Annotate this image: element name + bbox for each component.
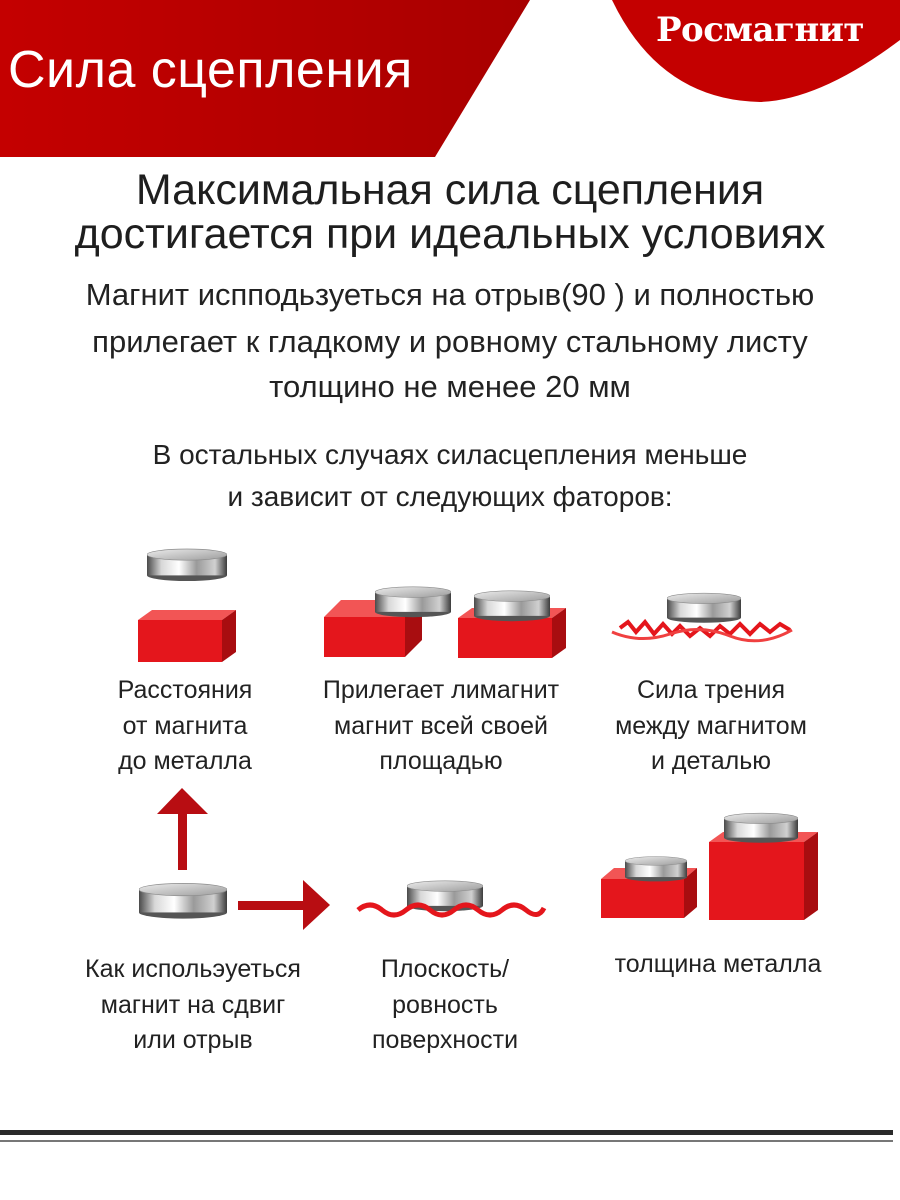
caption-line: Сила трения bbox=[636, 676, 786, 704]
caption-line: ровность bbox=[392, 990, 498, 1019]
caption-line: толщина металла bbox=[614, 950, 822, 978]
brand-logo: Росмагнит bbox=[655, 10, 865, 50]
condition-line-3: толщино не менее 20 мм bbox=[269, 369, 631, 404]
factor-caption-thickness: толщина металла bbox=[598, 947, 838, 983]
banner-title: Сила сцепления bbox=[8, 41, 413, 99]
magnet-friction-icon bbox=[611, 592, 793, 643]
magnet-wavy-surface-icon bbox=[356, 880, 547, 918]
condition-line-1: Магнит испподьзуеться на отрыв(90 ) и по… bbox=[85, 277, 815, 312]
factor-caption-shear-pull: Как испольэуеться магнит на сдвиг или от… bbox=[55, 952, 331, 1059]
metal-thickness-icon bbox=[601, 812, 818, 920]
caption-line: поверхности bbox=[371, 1026, 519, 1054]
arrow-right-icon bbox=[238, 880, 330, 930]
caption-line: Плоскость/ bbox=[380, 955, 510, 983]
caption-line: площадью bbox=[379, 747, 503, 775]
condition-line-2: прилегает к гладкому и ровному стальному… bbox=[92, 324, 808, 359]
factor-caption-distance: Расстояния от магнита до металла bbox=[85, 673, 285, 780]
factor-caption-friction: Сила трения между магнитом и деталью bbox=[596, 673, 826, 780]
caption-line: Прилегает лимагнит bbox=[322, 676, 560, 704]
caption-line: Как испольэуеться bbox=[85, 955, 301, 983]
factor-caption-surface: Плоскость/ ровность поверхности bbox=[345, 952, 545, 1059]
caption-line: и деталью bbox=[650, 747, 771, 775]
caption-line: между магнитом bbox=[615, 711, 807, 740]
magnet-above-block-icon bbox=[138, 548, 236, 662]
caption-line: Расстояния bbox=[117, 676, 253, 704]
headline-line-1: Максимальная сила сцепления bbox=[135, 166, 765, 214]
caption-line: от магнита bbox=[122, 711, 248, 740]
header-banner bbox=[0, 0, 900, 157]
banner-red-band bbox=[0, 0, 530, 157]
brand-logo-badge bbox=[612, 0, 900, 102]
bottom-divider bbox=[0, 1130, 893, 1135]
caption-line: до металла bbox=[118, 747, 252, 775]
intro-line-1: В остальных случаях силасцепления меньше bbox=[152, 439, 748, 470]
magnet-contact-area-icon bbox=[324, 586, 566, 658]
arrow-up-icon bbox=[157, 788, 208, 870]
caption-line: магнит всей своей bbox=[334, 711, 548, 740]
factor-caption-contact-area: Прилегает лимагнит магнит всей своей пло… bbox=[300, 673, 582, 780]
headline-line-2: достигается при идеальных условиях bbox=[74, 210, 826, 258]
intro-line-2: и зависит от следующих фаторов: bbox=[227, 481, 673, 512]
caption-line: магнит на сдвиг bbox=[100, 990, 286, 1019]
bottom-divider-thin bbox=[0, 1140, 893, 1142]
caption-line: или отрыв bbox=[133, 1026, 253, 1054]
magnet-shear-pull-icon bbox=[139, 883, 227, 919]
